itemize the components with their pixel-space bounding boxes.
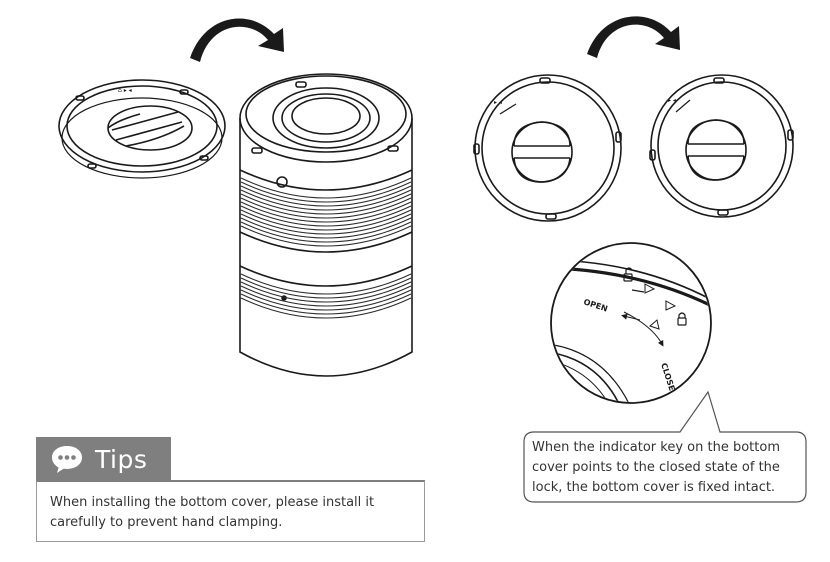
purifier-grille <box>240 177 412 319</box>
lock-icon <box>677 312 687 326</box>
tips-divider <box>36 480 425 482</box>
callout-text: When the indicator key on the bottom cov… <box>532 438 804 498</box>
lock-detail-magnifier: OPEN CLOSE <box>550 242 712 404</box>
svg-text:▸ ◂: ▸ ◂ <box>668 97 676 104</box>
callout-line: cover points to the closed state of the <box>532 460 780 475</box>
tips-line: carefully to prevent hand clamping. <box>50 515 283 530</box>
bottom-cover-closed-position: ▸ ◂ <box>649 74 794 218</box>
svg-text:⌂ ▸ ◂: ⌂ ▸ ◂ <box>118 87 132 94</box>
tips-header: Tips <box>36 437 171 481</box>
unlock-icon <box>623 267 633 282</box>
speech-bubble-icon <box>52 446 82 473</box>
rotate-arrow-icon <box>190 18 284 62</box>
callout-bubble <box>523 390 807 503</box>
tips-line: When installing the bottom cover, please… <box>50 495 375 510</box>
callout-line: When the indicator key on the bottom <box>532 440 780 455</box>
rotate-arrow-icon <box>587 16 680 58</box>
bottom-cover-open-position: ▸ ◂ <box>473 74 622 222</box>
callout-line: lock, the bottom cover is fixed intact. <box>532 480 776 495</box>
svg-text:▸ ◂: ▸ ◂ <box>494 99 502 106</box>
tips-title: Tips <box>95 444 148 474</box>
air-purifier-body <box>239 73 413 377</box>
bottom-cover-loose: ⌂ ▸ ◂ <box>58 79 226 179</box>
tips-content: When installing the bottom cover, please… <box>36 481 425 542</box>
